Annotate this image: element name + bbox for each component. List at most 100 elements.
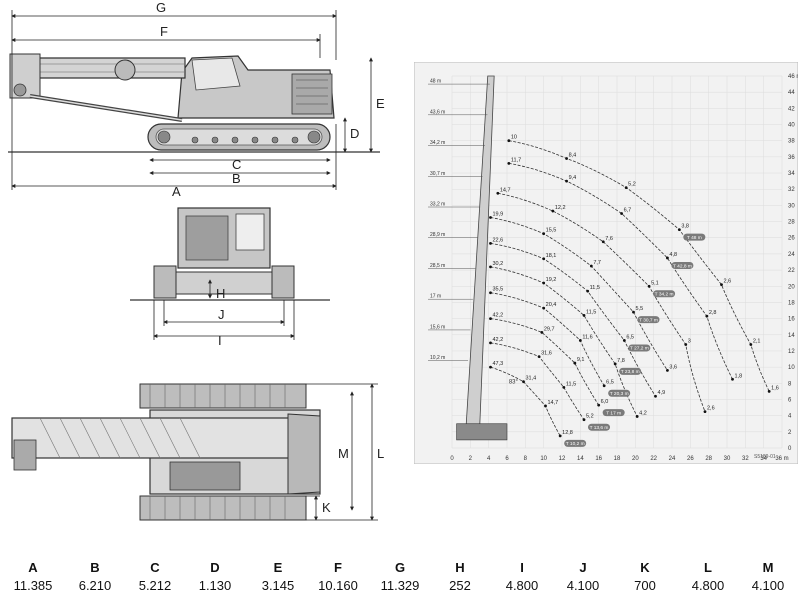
load-point <box>666 256 669 260</box>
y-tick-label: 22 <box>788 268 795 274</box>
load-point <box>624 186 628 189</box>
load-point <box>565 157 568 160</box>
load-curve <box>490 292 605 386</box>
load-value-label: 14,7 <box>548 400 559 406</box>
dimension-value: 4.800 <box>691 578 725 593</box>
dimension-value: 6.210 <box>78 578 112 593</box>
dim-label-m: M <box>338 446 349 461</box>
load-value-label: 5,1 <box>651 280 659 286</box>
load-value-label: 8,4 <box>569 152 577 158</box>
y-tick-label: 12 <box>788 349 795 355</box>
load-value-label: 22,6 <box>493 237 504 243</box>
load-point <box>622 339 626 342</box>
x-tick-label: 34 <box>760 456 767 462</box>
y-tick-label: 42 <box>788 106 795 112</box>
y-tick-label: 8 <box>788 381 792 387</box>
load-point <box>542 257 546 261</box>
load-value-label: 47,3 <box>493 361 504 367</box>
y-tick-label: 18 <box>788 300 795 306</box>
dim-label-f: F <box>160 24 168 39</box>
dimension-value: 700 <box>634 578 656 593</box>
dim-label-b: B <box>232 171 241 186</box>
load-value-label: 3,8 <box>681 224 689 230</box>
x-tick-label: 4 <box>487 456 491 462</box>
load-point <box>507 161 511 165</box>
load-point <box>597 403 601 407</box>
front-view: H J I <box>130 207 330 348</box>
y-tick-label: 34 <box>788 171 795 177</box>
dim-label-l: L <box>377 446 384 461</box>
load-point <box>578 339 582 342</box>
load-value-label: 31,6 <box>541 351 552 357</box>
load-point <box>620 212 623 215</box>
top-track-upper <box>139 383 307 409</box>
x-tick-label: 6 <box>505 456 509 462</box>
x-tick-label: 0 <box>450 456 454 462</box>
x-tick-label: 30 <box>724 456 731 462</box>
boom-length-label: 48 m <box>430 79 441 85</box>
jib-tag-label: T 42,8 m <box>673 263 692 269</box>
load-point <box>749 343 753 346</box>
dimension-value: 5.212 <box>138 578 172 593</box>
x-tick-label: 16 <box>595 456 602 462</box>
y-tick-label: 0 <box>788 446 792 452</box>
load-value-label: 5,2 <box>628 182 636 188</box>
load-curve <box>490 366 561 437</box>
boom-length-label: 10,2 m <box>430 355 445 361</box>
dimension-letter: K <box>640 560 650 575</box>
jib-tag-label: T 23,8 m <box>621 369 640 375</box>
x-tick-label: 36 m <box>775 456 788 462</box>
load-value-label: 42,2 <box>493 313 504 319</box>
boom-length-label: 28,9 m <box>430 232 445 238</box>
jib-tag-pill <box>608 389 631 397</box>
dimension-letter: J <box>579 560 587 575</box>
load-point <box>586 289 590 293</box>
load-curve <box>490 318 600 406</box>
load-point <box>684 343 688 346</box>
technical-drawings: G F E D C B A H J I <box>8 0 385 521</box>
jib-tag-label: T 10,2 m <box>566 441 585 447</box>
top-boom <box>11 417 313 459</box>
jib-tag-pill <box>564 439 587 447</box>
load-point <box>542 281 546 285</box>
boom-length-label: 28,5 m <box>430 263 445 269</box>
x-tick-label: 24 <box>669 456 676 462</box>
load-point <box>613 362 617 366</box>
y-tick-label: 36 <box>788 155 795 161</box>
load-point <box>551 209 555 213</box>
x-tick-label: 18 <box>614 456 621 462</box>
load-point <box>522 380 525 384</box>
dimension-letter: C <box>150 560 160 575</box>
right-track <box>271 265 295 299</box>
jib-tag-label: T 30,7 m <box>639 317 658 323</box>
jib-tag-pill <box>683 233 706 241</box>
x-tick-label: 20 <box>632 456 639 462</box>
load-point <box>565 179 568 183</box>
top-track-lower <box>139 495 307 521</box>
load-point <box>666 368 669 372</box>
dimension-letter: H <box>455 560 465 575</box>
dimension-letter: A <box>28 560 38 575</box>
load-point <box>489 265 492 269</box>
load-point <box>582 313 586 317</box>
load-point <box>573 361 577 365</box>
top-view: M L K <box>11 383 384 521</box>
boom-length-label: 30,7 m <box>430 171 445 177</box>
dimension-letter: B <box>90 560 100 575</box>
load-point <box>677 228 681 232</box>
y-tick-label: 6 <box>788 397 792 403</box>
boom-length-label: 33,2 m <box>430 202 445 208</box>
dimension-value: 252 <box>449 578 471 593</box>
load-point <box>720 283 723 287</box>
jib-tag-pill <box>619 367 642 375</box>
load-value-label: 2,1 <box>753 338 761 344</box>
load-value-label: 2,8 <box>709 310 717 316</box>
load-value-label: 3,6 <box>669 364 677 370</box>
load-point <box>654 394 657 398</box>
dimension-letter: M <box>762 560 774 575</box>
load-point <box>635 415 639 418</box>
y-tick-label: 14 <box>788 333 795 339</box>
load-chart: 108,45,23,82,62,11,6T 48 m11,79,46,74,82… <box>414 62 798 464</box>
load-curve <box>508 162 733 380</box>
load-point <box>731 377 734 381</box>
